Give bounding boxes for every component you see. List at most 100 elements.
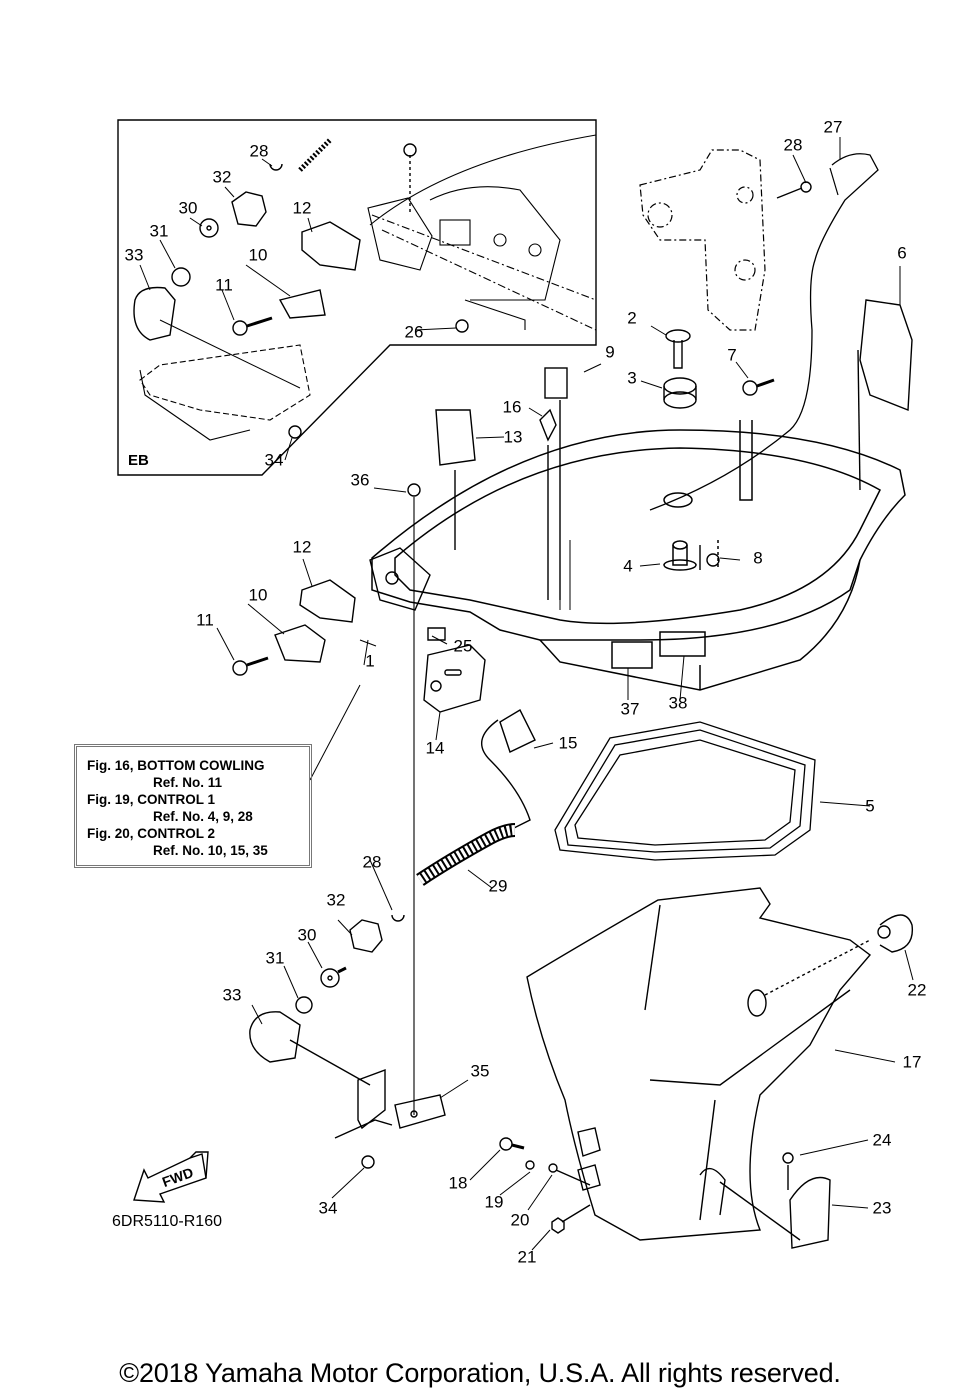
clip-28-inset bbox=[269, 163, 283, 171]
callout-10: 10 bbox=[248, 585, 268, 605]
callout-38: 38 bbox=[668, 693, 688, 713]
callout-12: 12 bbox=[292, 198, 312, 218]
seal-25 bbox=[427, 627, 446, 641]
callout-17: 17 bbox=[902, 1052, 922, 1072]
callout-27: 27 bbox=[823, 117, 843, 137]
bracket-35a bbox=[357, 1068, 386, 1130]
bolt-11-inset bbox=[232, 320, 248, 336]
copyright: ©2018 Yamaha Motor Corporation, U.S.A. A… bbox=[119, 1358, 841, 1388]
plate-10-inset bbox=[278, 289, 326, 319]
callout-13: 13 bbox=[503, 427, 523, 447]
callout-34: 34 bbox=[264, 450, 284, 470]
callout-22: 22 bbox=[907, 980, 927, 1000]
mount-23 bbox=[789, 1176, 831, 1249]
callout-11: 11 bbox=[196, 610, 214, 630]
callout-15: 15 bbox=[558, 733, 578, 753]
ref-fig: Fig. 19, CONTROL 1 bbox=[87, 792, 216, 807]
inset-label: EB bbox=[128, 452, 149, 469]
grommet-9 bbox=[544, 367, 568, 399]
plate-35 bbox=[394, 1094, 446, 1129]
callout-28: 28 bbox=[362, 852, 382, 872]
engine-block-dashed bbox=[639, 149, 766, 331]
callout-14: 14 bbox=[425, 738, 445, 758]
parts-diagram bbox=[117, 119, 914, 1251]
cable-inset bbox=[298, 138, 332, 172]
callout-2: 2 bbox=[627, 308, 637, 328]
clip-16 bbox=[539, 408, 557, 442]
callout-21: 21 bbox=[517, 1247, 537, 1267]
callout-3: 3 bbox=[627, 368, 637, 388]
apron-17 bbox=[526, 887, 872, 1241]
callout-7: 7 bbox=[727, 345, 737, 365]
callout-9: 9 bbox=[605, 342, 615, 362]
callout-37: 37 bbox=[620, 699, 640, 719]
callout-1: 1 bbox=[365, 651, 375, 671]
callout-30: 30 bbox=[178, 198, 198, 218]
hose-27 bbox=[649, 153, 879, 511]
callout-31: 31 bbox=[149, 221, 169, 241]
callout-30: 30 bbox=[297, 925, 317, 945]
inset-leaders bbox=[139, 158, 457, 461]
callout-11: 11 bbox=[215, 275, 233, 295]
callout-12: 12 bbox=[292, 537, 312, 557]
upper-parts bbox=[663, 299, 913, 491]
callout-16: 16 bbox=[502, 397, 522, 417]
bottom-cowling-tray bbox=[371, 420, 906, 691]
callout-29: 29 bbox=[488, 876, 508, 896]
drawing-number: 6DR5110-R160 bbox=[112, 1213, 222, 1230]
callout-25: 25 bbox=[453, 636, 473, 656]
bracket-12 bbox=[299, 579, 356, 623]
callout-34: 34 bbox=[318, 1198, 338, 1218]
grommet-8 bbox=[706, 553, 720, 567]
switch-panel-14 bbox=[423, 644, 486, 713]
inset-parts bbox=[133, 138, 469, 439]
grommet-33 bbox=[249, 1011, 301, 1063]
callout-33: 33 bbox=[222, 985, 242, 1005]
bolt-11 bbox=[232, 660, 248, 676]
ref-no: Ref. No. 11 bbox=[153, 775, 223, 790]
ref-no: Ref. No. 4, 9, 28 bbox=[153, 809, 253, 824]
reference-box: Fig. 16, BOTTOM COWLING Ref. No. 11 Fig.… bbox=[74, 744, 312, 868]
bolt-36 bbox=[407, 483, 421, 497]
inset-engine-base bbox=[139, 134, 597, 441]
leader-lines bbox=[216, 137, 914, 1251]
callout-5: 5 bbox=[865, 796, 875, 816]
callout-28: 28 bbox=[249, 141, 269, 161]
callout-28: 28 bbox=[783, 135, 803, 155]
callout-6: 6 bbox=[897, 243, 907, 263]
callout-36: 36 bbox=[350, 470, 370, 490]
fwd-arrow-icon: FWD bbox=[133, 1151, 209, 1203]
washer-31-inset bbox=[171, 267, 191, 287]
callout-20: 20 bbox=[510, 1210, 530, 1230]
ref-no: Ref. No. 10, 15, 35 bbox=[153, 843, 268, 858]
ref-fig: Fig. 16, BOTTOM COWLING bbox=[87, 758, 265, 773]
bracket-12-inset bbox=[301, 221, 361, 271]
callout-19: 19 bbox=[484, 1192, 504, 1212]
callout-26: 26 bbox=[404, 322, 424, 342]
callout-18: 18 bbox=[448, 1173, 468, 1193]
plate-10 bbox=[274, 624, 326, 663]
callout-32: 32 bbox=[326, 890, 346, 910]
front-parts bbox=[232, 367, 720, 1115]
callout-35: 35 bbox=[470, 1061, 490, 1081]
grommet-33-inset bbox=[133, 286, 176, 341]
callout-23: 23 bbox=[872, 1198, 892, 1218]
nut-32 bbox=[349, 919, 383, 953]
screw-34 bbox=[361, 1155, 375, 1169]
cable-29 bbox=[416, 823, 516, 886]
apron-hardware bbox=[499, 914, 914, 1249]
callout-10: 10 bbox=[248, 245, 268, 265]
washer-30-inset bbox=[199, 218, 219, 238]
callout-33: 33 bbox=[124, 245, 144, 265]
nut-32-inset bbox=[231, 191, 267, 227]
callout-31: 31 bbox=[265, 948, 285, 968]
callout-4: 4 bbox=[623, 556, 633, 576]
gasket-5 bbox=[554, 721, 816, 861]
grommet-15 bbox=[499, 709, 536, 753]
clamp-13 bbox=[435, 409, 476, 466]
clip-28-top bbox=[800, 181, 812, 193]
callout-24: 24 bbox=[872, 1130, 892, 1150]
inset-frame bbox=[117, 119, 597, 476]
ref-fig: Fig. 20, CONTROL 2 bbox=[87, 826, 216, 841]
lower-mount-parts bbox=[249, 914, 446, 1169]
